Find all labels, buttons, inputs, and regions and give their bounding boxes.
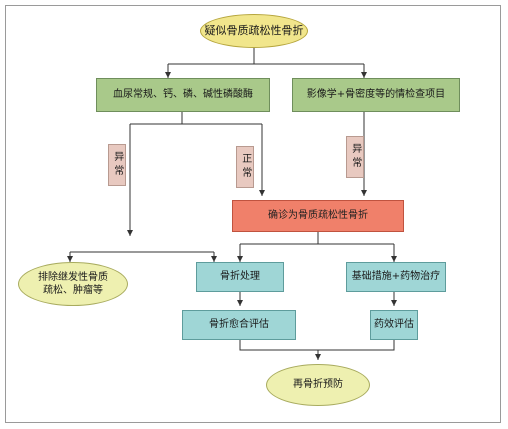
connector-diagnosis-split — [240, 232, 394, 245]
blood-test-node: 血尿常规、钙、磷、碱性磷酸酶 — [96, 78, 270, 112]
normal-label: 正常 — [236, 146, 254, 188]
fracture-treatment-node: 骨折处理 — [196, 262, 284, 292]
basic-drug-node: 基础措施+药物治疗 — [346, 262, 446, 292]
abnormal-right-label: 异常 — [346, 136, 364, 178]
exclude-node: 排除继发性骨质 疏松、肿瘤等 — [18, 262, 128, 306]
diagnosis-node: 确诊为骨质疏松性骨折 — [232, 200, 404, 232]
drug-eval-node: 药效评估 — [370, 310, 418, 340]
abnormal-left-label: 异常 — [108, 144, 126, 186]
connector-start-split — [168, 48, 364, 65]
healing-eval-node: 骨折愈合评估 — [182, 310, 296, 340]
connector-drug-to-prevention — [318, 340, 395, 351]
connector-blood-down — [130, 112, 262, 125]
start-node: 疑似骨质疏松性骨折 — [200, 14, 308, 48]
connector-healing-to-prevention — [239, 340, 321, 360]
prevention-node: 再骨折预防 — [266, 364, 370, 406]
imaging-node: 影像学+骨密度等的情检查项目 — [292, 78, 460, 112]
diagram-frame — [5, 5, 501, 423]
